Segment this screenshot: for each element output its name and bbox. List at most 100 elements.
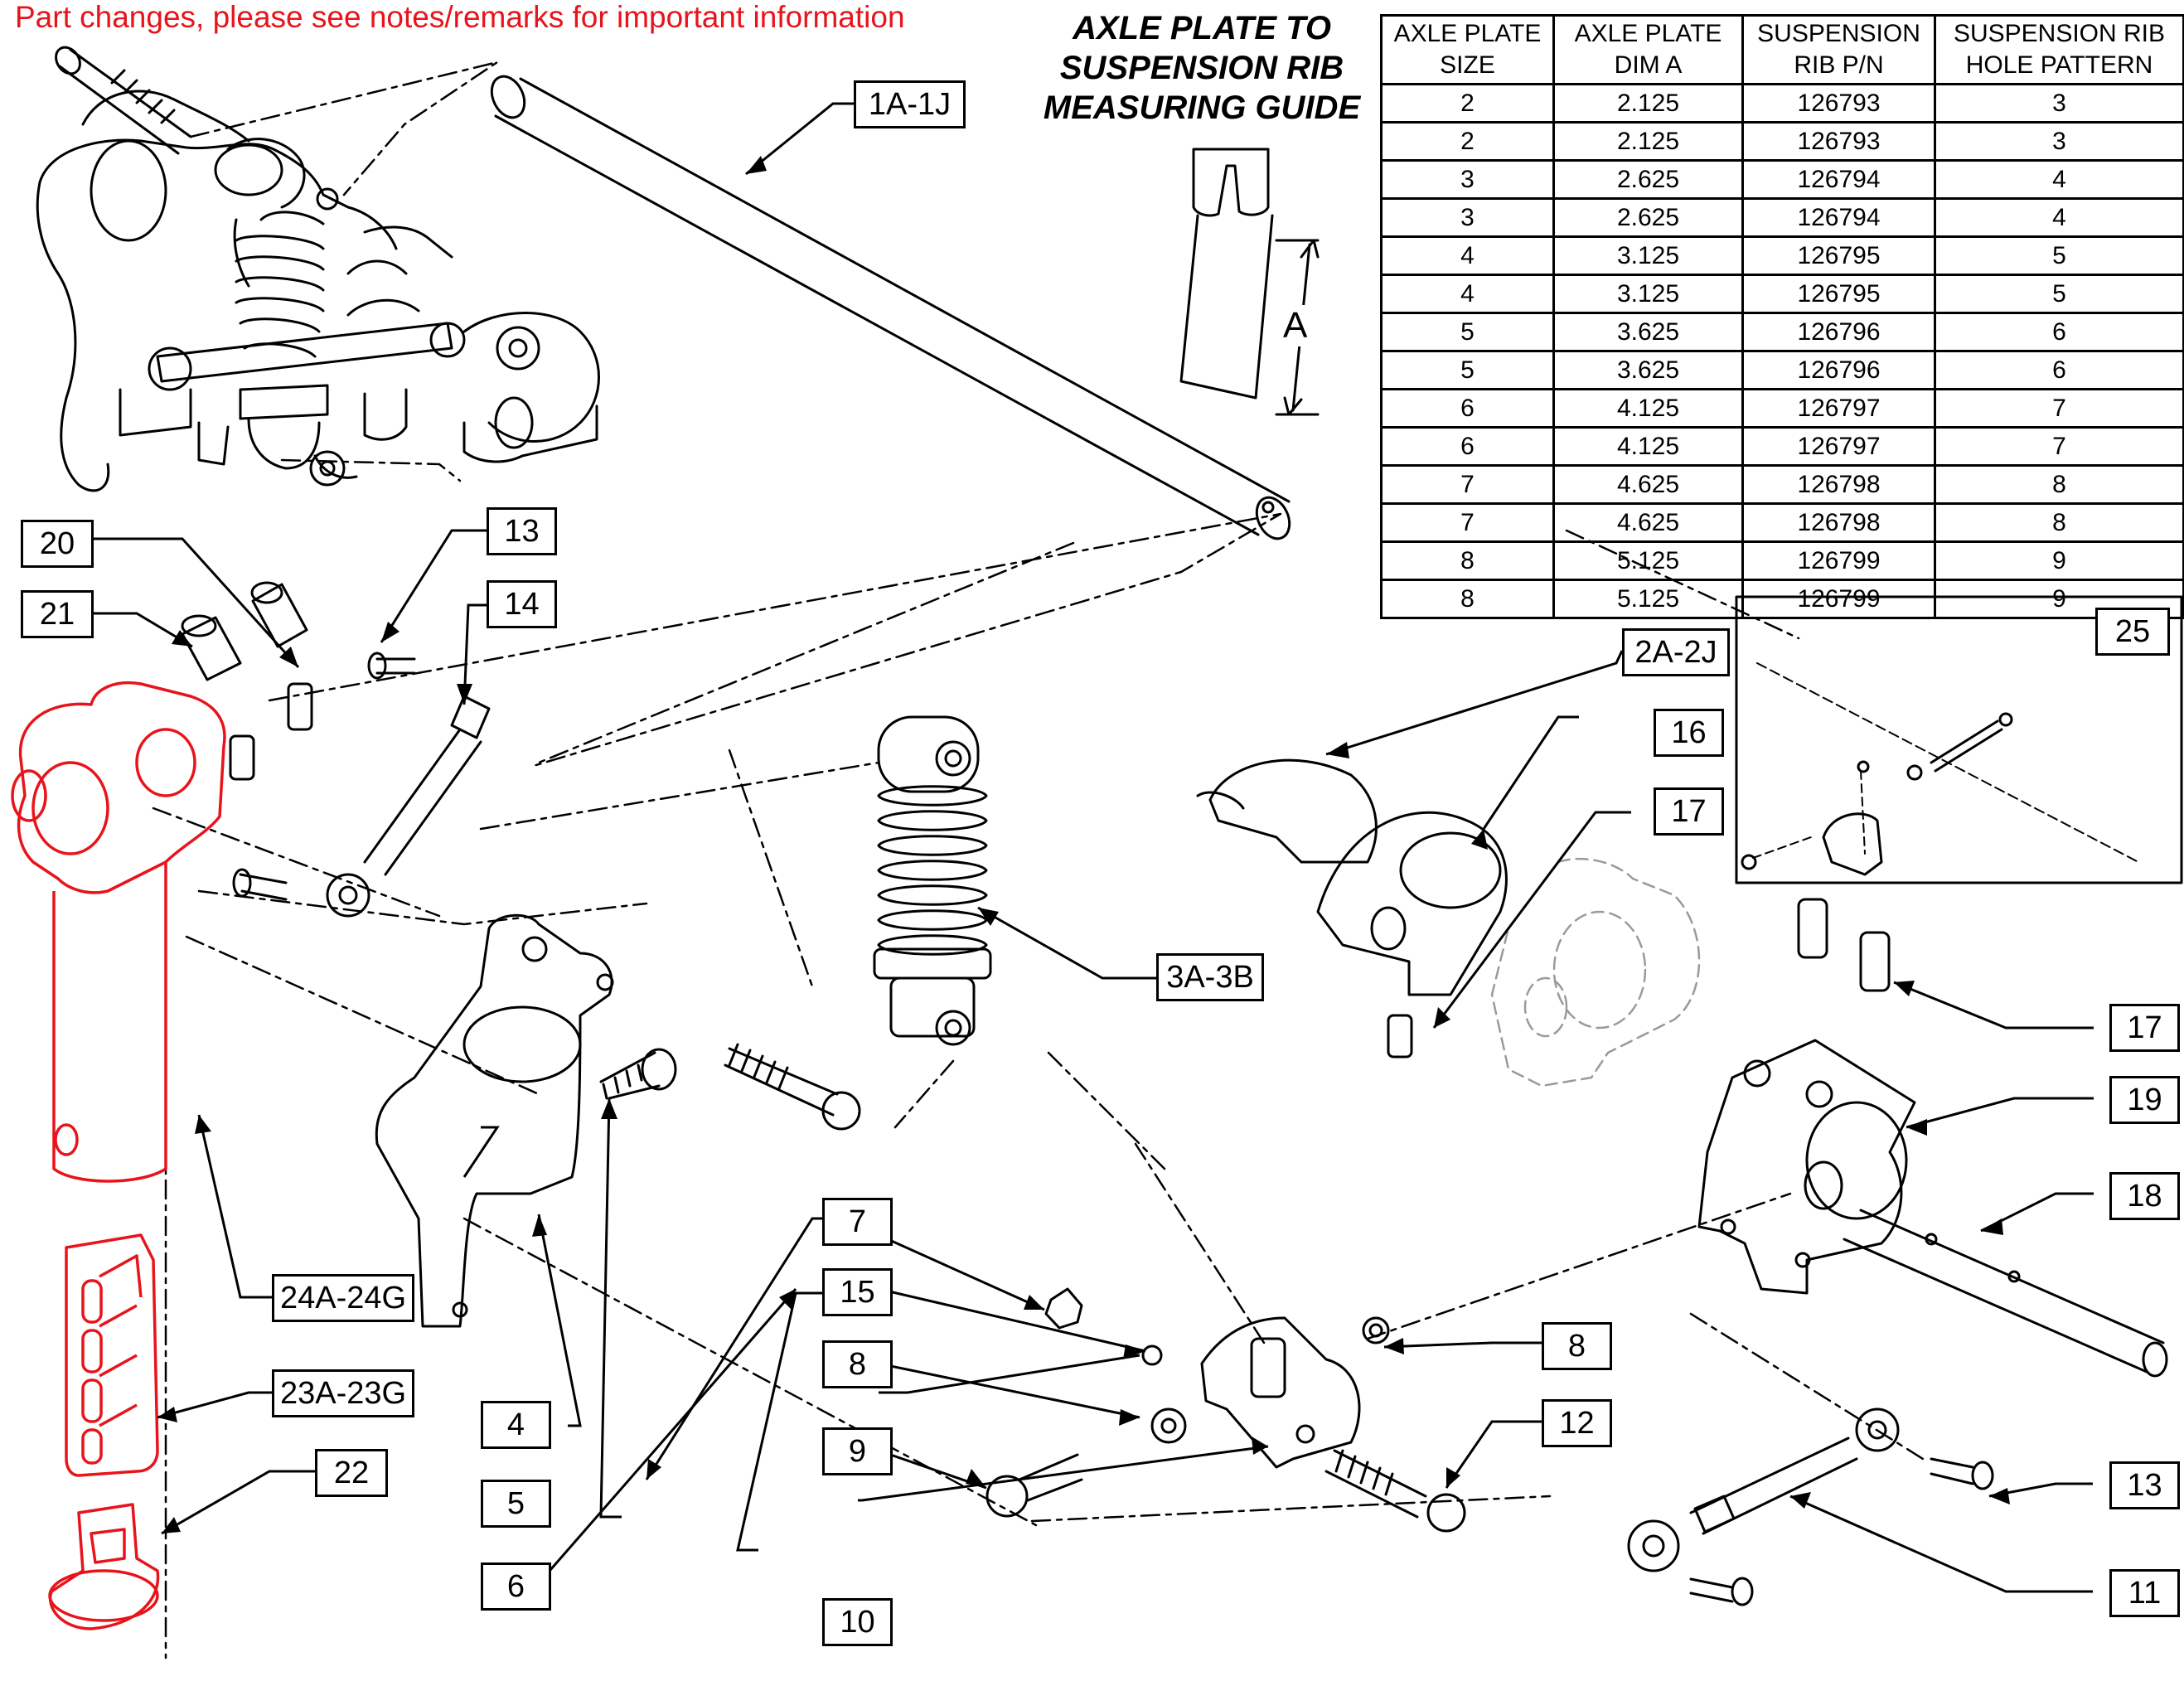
lower-bracket-10 xyxy=(985,1287,1466,1533)
table-cell: 4 xyxy=(1380,235,1555,276)
callout-16: 16 xyxy=(1654,709,1724,757)
callout-14: 14 xyxy=(487,580,557,628)
table-cell: 4.625 xyxy=(1552,464,1744,505)
table-cell: 7 xyxy=(1380,502,1555,543)
callout-11: 11 xyxy=(2109,1569,2180,1617)
guide-title-line: MEASURING GUIDE xyxy=(1043,90,1361,126)
table-cell: 7 xyxy=(1934,388,2184,429)
table-cell: 2 xyxy=(1380,121,1555,162)
notice-text: Part changes, please see notes/remarks f… xyxy=(15,0,905,34)
table-cell: 126794 xyxy=(1741,197,1936,238)
table-cell: 126798 xyxy=(1741,502,1936,543)
callout-12: 12 xyxy=(1542,1399,1612,1447)
table-cell: 3.625 xyxy=(1552,312,1744,352)
clamp-16 xyxy=(1316,811,1508,1059)
callout-13-right: 13 xyxy=(2109,1461,2180,1509)
table-cell: 3.125 xyxy=(1552,235,1744,276)
guide-title-line: SUSPENSION RIB xyxy=(1059,50,1344,86)
callout-8-lower: 8 xyxy=(822,1340,893,1388)
table-cell: 126796 xyxy=(1741,350,1936,390)
post-24 xyxy=(11,681,226,1183)
table-cell: 5.125 xyxy=(1552,540,1744,581)
callout-19: 19 xyxy=(2109,1076,2180,1124)
table-cell: 126797 xyxy=(1741,388,1936,429)
callout-7: 7 xyxy=(822,1198,893,1246)
table-cell: 3.125 xyxy=(1552,274,1744,314)
table-cell: 2.125 xyxy=(1552,121,1744,162)
dimension-a-label: A xyxy=(1283,305,1308,346)
table-cell: 3 xyxy=(1934,121,2184,162)
callout-22: 22 xyxy=(315,1449,388,1497)
shock-absorber xyxy=(873,715,992,1046)
table-cell: 126795 xyxy=(1741,274,1936,314)
table-cell: 2 xyxy=(1380,83,1555,124)
callout-15: 15 xyxy=(822,1268,893,1316)
table-cell: 5 xyxy=(1934,274,2184,314)
leader-lines xyxy=(94,102,2094,1593)
measuring-guide-title: AXLE PLATE TO SUSPENSION RIB MEASURING G… xyxy=(1028,8,1376,128)
rib-23 xyxy=(65,1233,159,1477)
table-cell: 3 xyxy=(1380,197,1555,238)
table-cell: 126795 xyxy=(1741,235,1936,276)
axle-tube xyxy=(490,75,1291,540)
clip-2A xyxy=(1196,758,1378,864)
callout-1A-1J: 1A-1J xyxy=(854,80,966,128)
table-cell: 126793 xyxy=(1741,121,1936,162)
callout-23A-23G: 23A-23G xyxy=(272,1369,414,1417)
guide-title-line: AXLE PLATE TO xyxy=(1073,10,1331,46)
callout-6: 6 xyxy=(481,1562,551,1611)
table-cell: 8 xyxy=(1934,502,2184,543)
ghost-bracket xyxy=(1490,857,1701,1088)
table-cell: 6 xyxy=(1380,426,1555,467)
table-cell: 3.625 xyxy=(1552,350,1744,390)
clamp-block-19 xyxy=(1697,898,1916,1295)
table-cell: 5.125 xyxy=(1552,579,1744,619)
pin-18 xyxy=(1843,1209,2168,1378)
table-cell: 126794 xyxy=(1741,159,1936,200)
table-cell: 8 xyxy=(1380,540,1555,581)
table-cell: 126797 xyxy=(1741,426,1936,467)
table-cell: 2.125 xyxy=(1552,83,1744,124)
callout-21: 21 xyxy=(21,590,94,638)
table-cell: 4.125 xyxy=(1552,426,1744,467)
callout-3A-3B: 3A-3B xyxy=(1156,953,1264,1001)
table-cell: 126799 xyxy=(1741,579,1936,619)
table-cell: 6 xyxy=(1934,350,2184,390)
callout-10: 10 xyxy=(822,1598,893,1646)
table-cell: 4.125 xyxy=(1552,388,1744,429)
table-cell: 3 xyxy=(1934,83,2184,124)
callout-4: 4 xyxy=(481,1401,551,1449)
rib-sketch xyxy=(1179,148,1320,416)
table-cell: 126799 xyxy=(1741,540,1936,581)
center-lines xyxy=(152,61,1925,1659)
table-cell: 8 xyxy=(1934,464,2184,505)
callout-8-right: 8 xyxy=(1542,1322,1612,1370)
table-cell: 9 xyxy=(1934,540,2184,581)
callout-24A-24G: 24A-24G xyxy=(272,1274,414,1322)
upper-assembly xyxy=(36,90,600,492)
table-cell: 7 xyxy=(1380,464,1555,505)
callout-25: 25 xyxy=(2095,608,2170,656)
callout-18: 18 xyxy=(2109,1172,2180,1220)
table-cell: 3 xyxy=(1380,159,1555,200)
table-cell: 6 xyxy=(1380,388,1555,429)
table-cell: 4 xyxy=(1934,159,2184,200)
bolt-6-drawing xyxy=(724,1043,861,1131)
foot-22 xyxy=(48,1503,160,1630)
table-cell: 2.625 xyxy=(1552,159,1744,200)
table-cell: 126793 xyxy=(1741,83,1936,124)
